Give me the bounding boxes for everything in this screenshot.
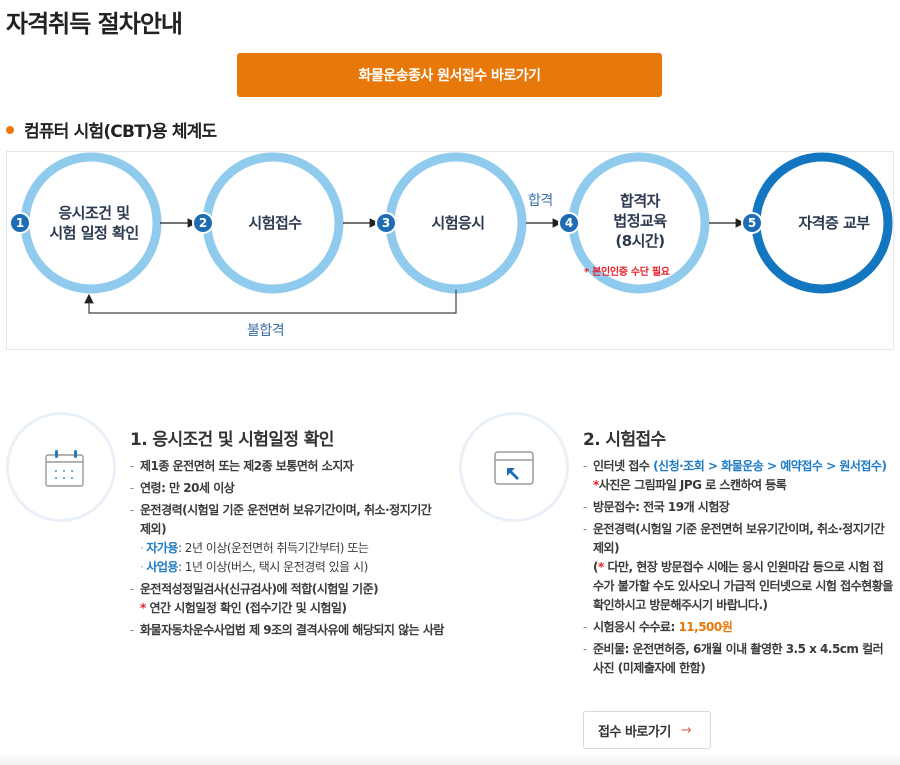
step-number-1: 1	[9, 212, 31, 234]
registration-list: 인터넷 접수 (신청·조회 > 화물운송 > 예약접수 > 원서접수) *사진은…	[583, 457, 893, 681]
list-subitem: ·자가용: 2년 이상(운전면허 취득기간부터) 또는	[140, 541, 369, 555]
registration-go-button[interactable]: 접수 바로가기 →	[583, 711, 711, 749]
identity-verification-note: * 본인인증 수단 필요	[584, 267, 670, 278]
step-label-5: 자격증 교부	[798, 214, 870, 232]
list-item: 준비물: 운전면허증, 6개월 이내 촬영한 3.5 x 4.5cm 컬러사진 …	[583, 640, 893, 678]
calendar-icon-circle	[6, 412, 116, 522]
list-item: 연령: 만 20세 이상	[130, 479, 445, 498]
step-number-4: 4	[558, 212, 580, 234]
internet-path-link[interactable]: (신청·조회 > 화물운송 > 예약접수 > 원서접수)	[653, 459, 887, 473]
apply-conditions-list: 제1종 운전면허 또는 제2종 보통면허 소지자 연령: 만 20세 이상 운전…	[130, 457, 445, 643]
list-item: 방문접수: 전국 19개 시험장	[583, 498, 893, 517]
bullet-dot-icon	[6, 125, 14, 134]
list-item: 운전경력(시험일 기준 운전면허 보유기간이며, 취소·정지기간 제외) ·자가…	[130, 501, 445, 577]
cbt-flow-diagram: 1 2 3 4 5 응시조건 및 시험 일정 확인 시험접수 시험응시 합격자 …	[6, 151, 894, 350]
arrow-right-icon: →	[680, 722, 692, 738]
calendar-icon	[45, 450, 84, 487]
step-number-3: 3	[375, 212, 397, 234]
footer-shadow	[0, 752, 900, 765]
section-heading-text: 컴퓨터 시험(CBT)용 체계도	[24, 122, 217, 142]
apply-conditions-title: 1. 응시조건 및 시험일정 확인	[130, 430, 334, 450]
list-item: 시험응시 수수료: 11,500원	[583, 618, 893, 637]
registration-title: 2. 시험접수	[583, 430, 666, 450]
registration-go-label: 접수 바로가기	[598, 724, 671, 740]
window-icon-circle	[459, 412, 569, 522]
fee-value: 11,500원	[678, 620, 733, 634]
list-subitem: ·사업용: 1년 이상(버스, 택시 운전경력 있을 시)	[140, 560, 368, 574]
step-number-2: 2	[192, 212, 214, 234]
list-item: 운전경력(시험일 기준 운전면허 보유기간이며, 취소·정지기간 제외) (* …	[583, 520, 893, 615]
fail-label: 불합격	[247, 323, 285, 339]
step-label-4: 합격자 법정교육 (8시간)	[613, 192, 667, 250]
list-item: 화물자동차운수사업법 제 9조의 결격사유에 해당되지 않는 사람	[130, 621, 445, 640]
page-title: 자격취득 절차안내	[6, 10, 183, 38]
list-item: 인터넷 접수 (신청·조회 > 화물운송 > 예약접수 > 원서접수) *사진은…	[583, 457, 893, 495]
cargo-application-button[interactable]: 화물운송종사 원서접수 바로가기	[237, 53, 662, 97]
section-heading: 컴퓨터 시험(CBT)용 체계도	[6, 117, 217, 142]
list-item: 제1종 운전면허 또는 제2종 보통면허 소지자	[130, 457, 445, 476]
step-number-5: 5	[741, 212, 763, 234]
step-label-2: 시험접수	[248, 214, 302, 232]
list-item: 운전적성정밀검사(신규검사)에 적합(시험일 기준) * 연간 시험일정 확인 …	[130, 580, 445, 618]
step-label-1: 응시조건 및 시험 일정 확인	[49, 204, 139, 242]
window-cursor-icon	[494, 451, 534, 485]
step-label-3: 시험응시	[431, 214, 485, 232]
pass-label: 합격	[528, 193, 553, 209]
flow-diagram-graphics	[20, 152, 893, 314]
